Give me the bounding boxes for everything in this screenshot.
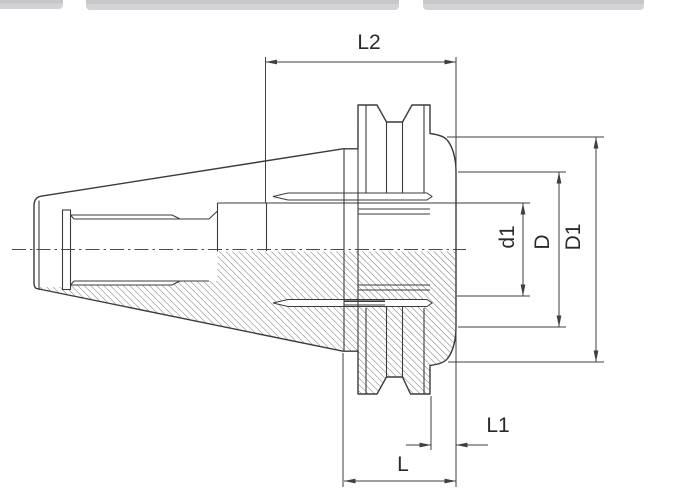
top-partial-button-1[interactable]	[0, 0, 63, 9]
section-hatch	[36, 251, 456, 394]
lower-slot	[272, 299, 433, 307]
dimension-arrowheads	[265, 59, 599, 484]
top-partial-button-3[interactable]	[423, 0, 644, 10]
dimension-label-l2: L2	[357, 31, 380, 54]
dimension-label-d1: d1	[496, 225, 519, 248]
top-partial-button-2[interactable]	[86, 0, 399, 10]
dimension-label-l1: L1	[486, 414, 509, 437]
dimension-label-d1-major: D1	[562, 224, 585, 251]
dimension-label-l: L	[397, 453, 409, 476]
dimension-label-d: D	[531, 234, 554, 249]
